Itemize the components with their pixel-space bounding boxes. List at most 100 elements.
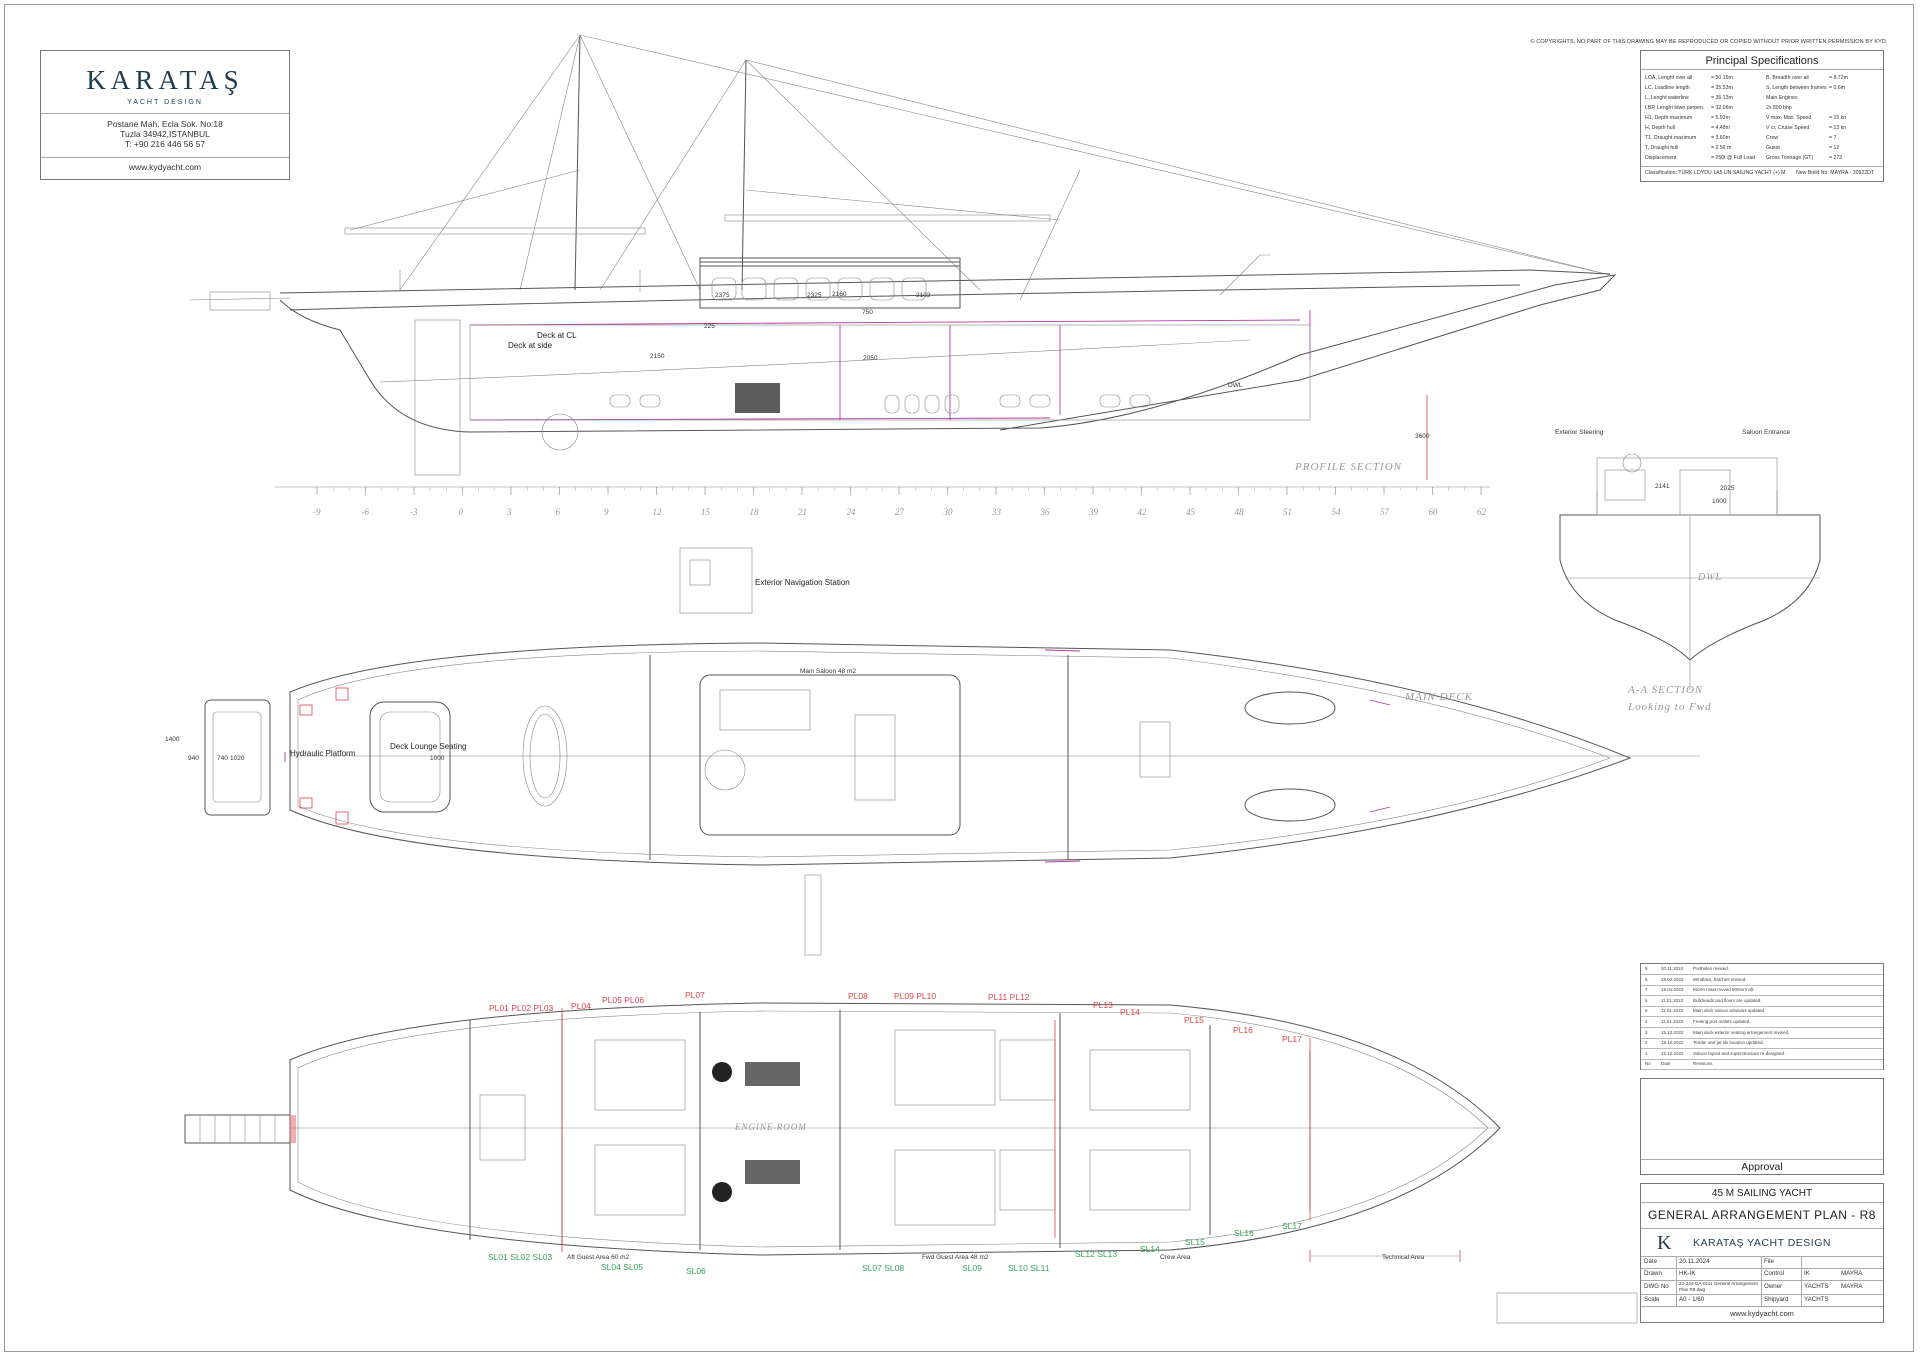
frame-number: 62 [1477,507,1487,517]
fore-mast [741,59,747,291]
main-deck-plan: Exterior Navigation Station [165,547,1700,956]
svg-text:SL04 SL05: SL04 SL05 [601,1262,643,1272]
revision-date: 28.02.2023 [1661,976,1684,982]
label-deck-lounge: Deck Lounge Seating [390,742,467,751]
aa-dwl: DWL [1697,572,1722,583]
frame-number: -6 [362,507,370,517]
spec-right-value: = 8.72m [1829,75,1848,81]
revision-row: 8 28.02.2023 Windlass, hatches revised. [1641,975,1883,986]
aa-subtitle: Looking to Fwd [1627,701,1712,713]
spec-right-value: = 7 [1829,135,1837,141]
svg-text:1400: 1400 [165,736,180,743]
spec-right-value: = 0.6m [1829,85,1846,91]
company-website: www.kydyacht.com [128,162,202,172]
revision-date: 15.12.2022 [1661,1029,1684,1035]
spec-left-value: = 35.53m [1711,85,1733,91]
label-main-deck: MAIN DECK [1404,691,1473,703]
label-exterior-nav: Exterior Navigation Station [755,578,850,587]
lower-deck-plan: PL01 PL02 PL03 PL04 PL05 PL06 PL07 PL08 … [184,990,1638,1324]
frame-number: 30 [943,507,954,517]
revision-desc: Tender and jet ski location updated. [1693,1040,1764,1046]
spec-right-label: V cr, Cruise Speed [1766,125,1810,131]
label-profile-section: PROFILE SECTION [1294,461,1402,473]
tb-date: 20.11.2024 [1679,1258,1710,1265]
frame-number: 45 [1186,507,1196,517]
tb-owner: YACHTS [1804,1283,1829,1290]
label-deck-cl: Deck at CL [537,331,577,340]
superstructure [699,257,961,309]
spec-left-label: L, Lenght waterline [1645,95,1689,101]
frame-number: -9 [313,507,321,517]
svg-text:1000: 1000 [430,755,445,762]
svg-text:SL16: SL16 [1234,1228,1254,1238]
address-line-2: Tuzla 34942,ISTANBUL [120,129,210,139]
svg-text:PL16: PL16 [1233,1025,1253,1035]
frame-number: 24 [847,507,857,517]
revision-no: 3 [1645,1029,1648,1035]
spec-left-value: = 50.15m [1711,75,1733,81]
revision-desc: Revisions [1693,1061,1713,1067]
frame-number: 33 [991,507,1002,517]
svg-text:SL17: SL17 [1282,1221,1302,1231]
spec-right-value: = 272 [1829,155,1843,161]
main-deck-outline [289,642,1632,866]
revision-no: 7 [1645,987,1648,993]
svg-text:SL06: SL06 [686,1266,706,1276]
svg-text:2150: 2150 [650,353,665,360]
revision-desc: Freeing port outlets updated. [1693,1019,1751,1024]
svg-text:3600: 3600 [1415,433,1430,440]
spec-right-label: B, Breadth over all [1766,75,1809,81]
spec-left-value: = 36.13m [1711,95,1733,101]
tb-boat-2: MAYRA [1841,1283,1863,1290]
approval-label: Approval [1741,1161,1783,1173]
frame-number: 21 [798,507,807,517]
frame-number: 60 [1429,507,1439,517]
tb-control-label: Control [1764,1270,1784,1277]
company-logo-box: KARATAŞ YACHT DESIGN Postane Mah. Ecla S… [40,50,290,180]
svg-text:PL09 PL10: PL09 PL10 [894,991,936,1001]
spec-left-label: LOA, Lenght over all [1645,75,1693,81]
frame-number: 36 [1040,507,1051,517]
tb-control: İK [1804,1270,1810,1277]
revision-no: 5 [1645,1008,1648,1014]
label-saloon-entrance: Saloon Entrance [1742,429,1790,436]
revision-desc: Portholes revised. [1693,966,1730,971]
spec-left-label: Displacement [1645,155,1677,161]
revision-desc: Windlass, hatches revised. [1693,976,1747,982]
revision-no: 4 [1645,1019,1648,1024]
company-sub: YACHT DESIGN [127,99,203,106]
frame-number: 51 [1283,507,1292,517]
revision-no: 9 [1645,966,1648,971]
svg-text:PL14: PL14 [1120,1007,1140,1017]
revision-no: 8 [1645,976,1648,982]
principal-specifications: Principal Specifications Classification:… [1640,50,1884,182]
label-fwd-guest: Fwd Guest Area 48 m2 [922,1254,989,1261]
spec-right-value: = 12 [1829,145,1840,151]
spec-left-value: = 250t @ Full Load [1711,155,1756,161]
svg-text:PL01 PL02 PL03: PL01 PL02 PL03 [489,1003,554,1013]
revision-date: Date [1661,1061,1671,1067]
tb-company: KARATAŞ YACHT DESIGN [1693,1237,1831,1249]
frame-number: 6 [556,507,561,517]
label-hydraulic-platform: Hydraulic Platform [290,749,356,758]
svg-text:SL10 SL11: SL10 SL11 [1008,1263,1050,1273]
spec-left-value: = 5.93m [1711,115,1730,121]
frame-number: -3 [410,507,418,517]
spec-right-label: S, Length between frames [1766,85,1827,91]
specs-classification: Classification: TÜRK LOYDU 1A5 UN SAILIN… [1645,170,1786,176]
svg-text:SL15: SL15 [1185,1237,1205,1247]
svg-text:2160: 2160 [832,291,847,298]
aa-title: A-A SECTION [1627,684,1703,696]
tb-dwg-label: DWG No [1644,1283,1669,1290]
label-aft-guest: Aft Guest Area 60 m2 [567,1254,630,1261]
spec-right-label: Main Engines [1766,95,1798,101]
svg-text:2102: 2102 [916,292,931,299]
revision-desc: Main deck exterior seating arrangement r… [1693,1029,1790,1035]
aa-dim-1: 2141 [1655,483,1670,490]
label-technical-area: Technical Area [1382,1254,1425,1261]
drawing-frame [4,4,1914,1352]
